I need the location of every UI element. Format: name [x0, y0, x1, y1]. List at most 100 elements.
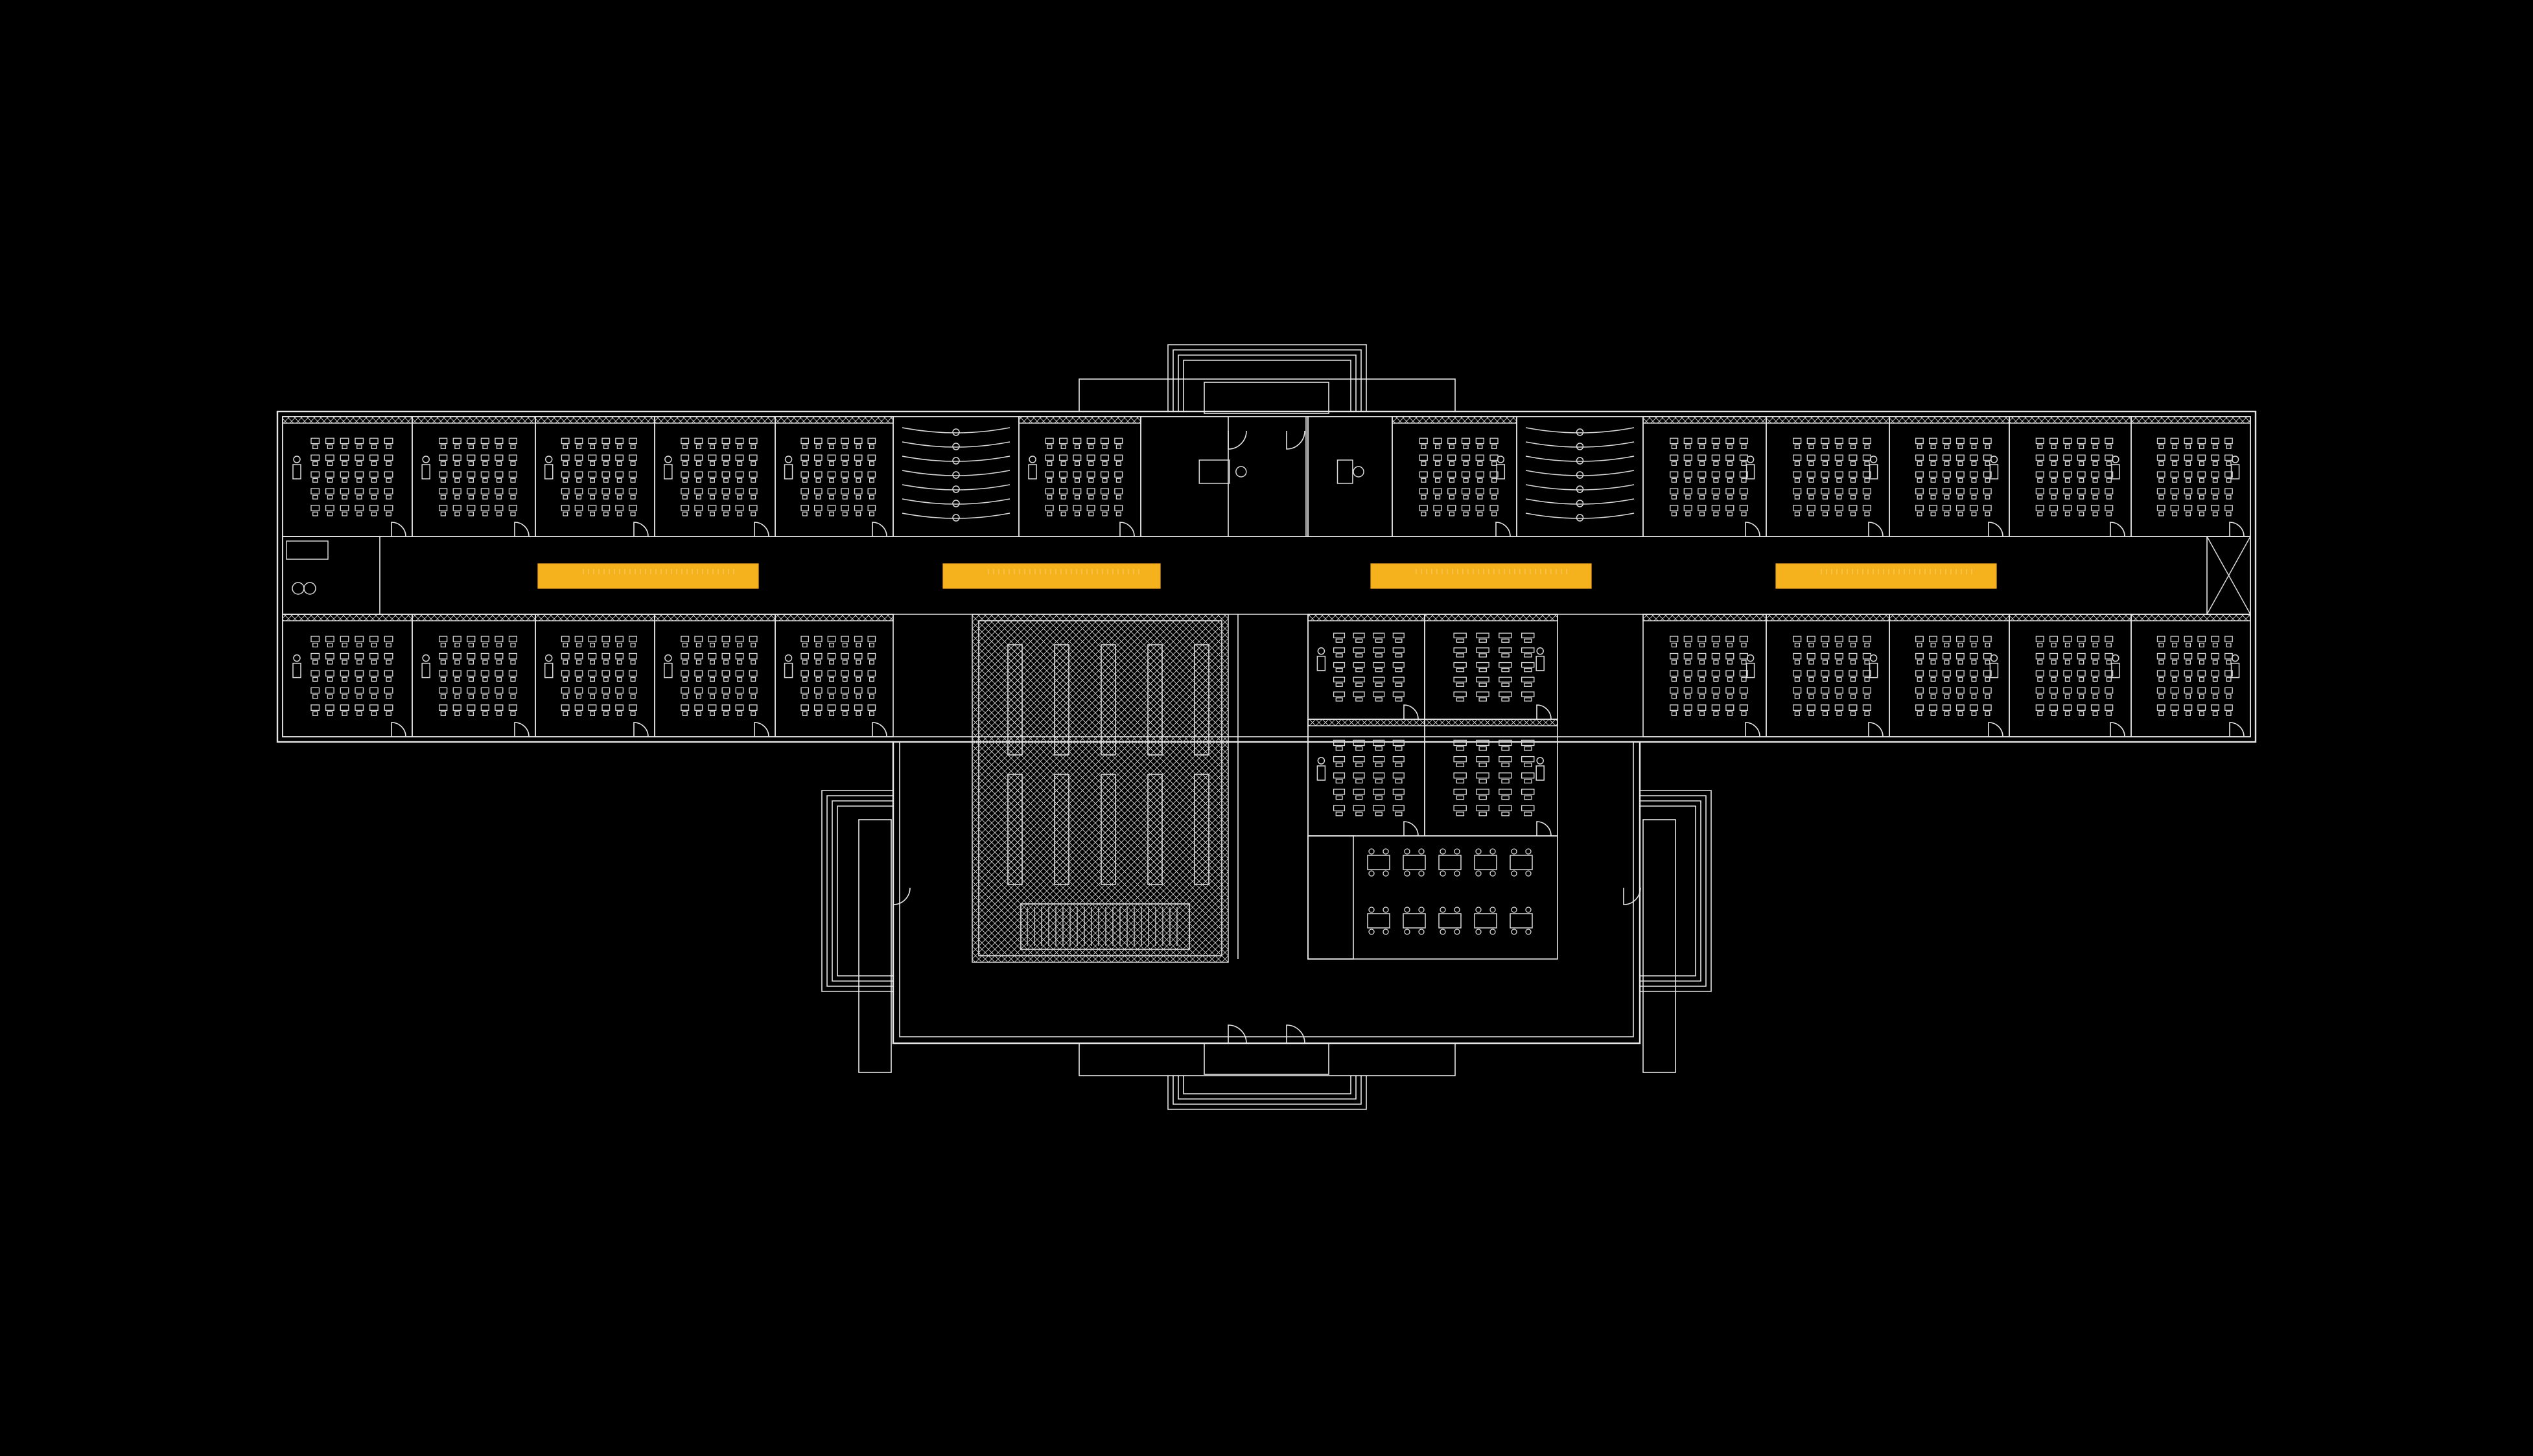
desk [1711, 687, 1720, 694]
chair [1671, 711, 1677, 716]
chair [2186, 445, 2191, 450]
chair [342, 660, 347, 665]
desk [1086, 488, 1095, 494]
room-wall [1424, 614, 1558, 720]
chair [2079, 676, 2084, 682]
teacher-chair [784, 456, 793, 463]
desk [452, 454, 461, 461]
chair [342, 676, 347, 682]
chair [2186, 676, 2191, 682]
desk [467, 488, 476, 494]
desk [1793, 471, 1802, 478]
chair [1741, 694, 1747, 699]
chair [2106, 642, 2112, 648]
south-door-left [1228, 1024, 1247, 1044]
chair [1671, 511, 1677, 516]
chair [2199, 676, 2204, 682]
desk [384, 454, 393, 461]
desk [1793, 488, 1802, 494]
desk [2197, 437, 2206, 445]
dining-hall [1307, 835, 1558, 960]
desk [1670, 704, 1679, 711]
desk [814, 488, 823, 494]
chair [2079, 642, 2084, 648]
office-chair [1235, 466, 1247, 478]
dining-table [1438, 855, 1462, 870]
desk [495, 454, 504, 461]
desk [1453, 772, 1467, 779]
chair [2064, 694, 2070, 699]
chair [1713, 694, 1719, 699]
chair [2226, 711, 2232, 716]
chair [616, 445, 622, 450]
classroom-door [1403, 704, 1419, 720]
dining-seat [1418, 870, 1425, 877]
desk [1475, 454, 1484, 461]
desk [1453, 739, 1467, 746]
teacher-chair [1990, 654, 1998, 662]
desk [1419, 454, 1428, 461]
chair [2199, 511, 2204, 516]
desk [467, 687, 476, 694]
chair [1917, 478, 1922, 483]
chair [2212, 642, 2218, 648]
north-entrance [1079, 344, 1456, 414]
desk [384, 653, 393, 660]
stall [1525, 498, 1635, 505]
chair [1335, 779, 1343, 784]
chair [1971, 676, 1977, 682]
chair [2199, 660, 2204, 665]
chair [386, 711, 391, 716]
desk [1955, 471, 1965, 478]
teacher-desk [1989, 464, 1999, 480]
desk [1419, 488, 1428, 494]
desk [694, 687, 703, 694]
desk [2156, 653, 2165, 660]
desk [561, 471, 570, 478]
window-band [1392, 416, 1517, 424]
chair [1491, 445, 1497, 450]
desk [629, 471, 637, 478]
chair [1463, 461, 1469, 466]
chair [1930, 711, 1936, 716]
desk [2049, 505, 2059, 511]
desk [588, 437, 597, 445]
chair [327, 461, 333, 466]
chair [751, 494, 756, 500]
chair [590, 511, 596, 516]
chair [327, 642, 333, 648]
desk [1059, 505, 1068, 511]
book-shelf [1101, 644, 1116, 756]
chair [2158, 694, 2164, 699]
desk [2063, 505, 2072, 511]
chair [1971, 494, 1977, 500]
desk [1373, 739, 1385, 746]
north-classroom [2009, 416, 2132, 537]
desk [1942, 653, 1951, 660]
dining-seat [1475, 907, 1482, 913]
chair [723, 642, 729, 648]
desk [1725, 687, 1734, 694]
chair [371, 494, 377, 500]
side-porch-slab [1642, 819, 1676, 1073]
desk [867, 437, 876, 445]
desk [2184, 704, 2193, 711]
chair [1047, 511, 1053, 516]
dining-seat [1454, 848, 1460, 855]
fixture [1576, 485, 1584, 493]
chair [1850, 445, 1856, 450]
chair [1822, 511, 1828, 516]
porch-entry [1204, 1043, 1329, 1075]
desk [355, 505, 364, 511]
chair [2037, 711, 2043, 716]
desk [325, 636, 334, 643]
chair [327, 694, 333, 699]
teacher-desk [1028, 464, 1037, 480]
teacher-chair [1990, 456, 1998, 463]
service-room-west [282, 536, 380, 615]
desk [1793, 704, 1802, 711]
chair [440, 676, 446, 682]
desk [681, 505, 690, 511]
chair [856, 494, 861, 500]
desk [467, 670, 476, 677]
